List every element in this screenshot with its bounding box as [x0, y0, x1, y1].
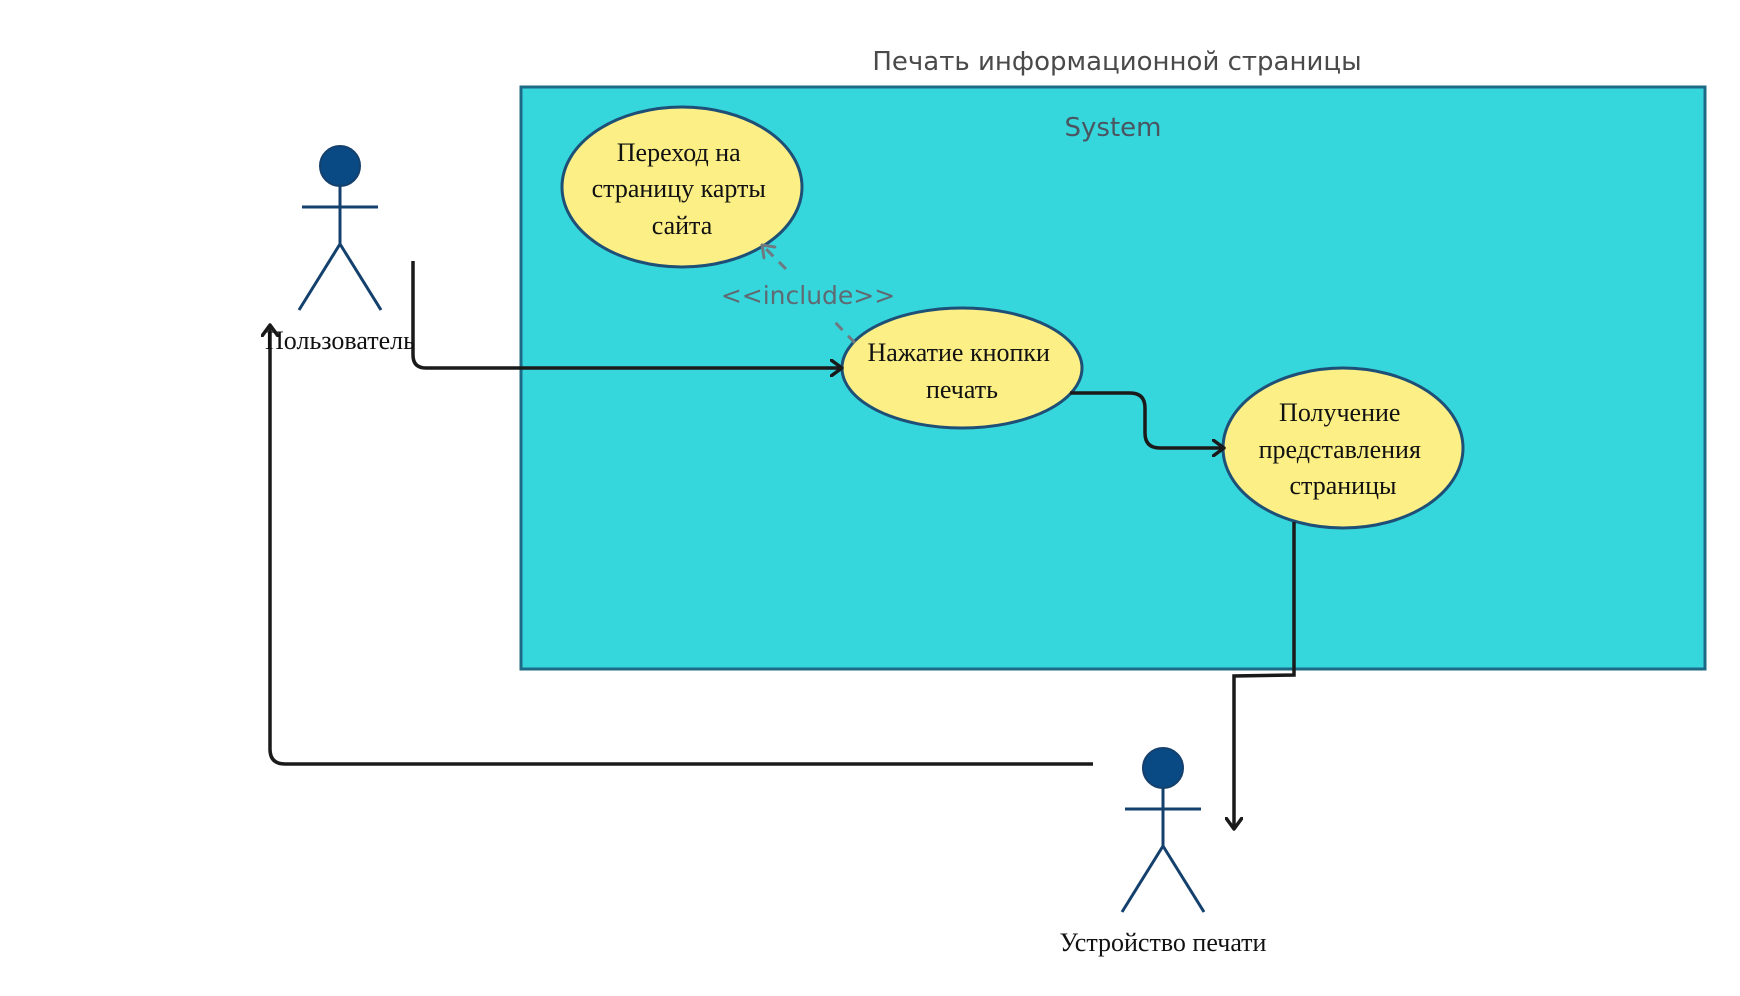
- use-case-get-view-line-3: страницы: [1290, 471, 1397, 500]
- connector-printer-to-user[interactable]: [270, 325, 1093, 766]
- svg-text:Получение представления: Получение представления страницы: [1259, 398, 1428, 500]
- include-label: <<include>>: [721, 281, 895, 310]
- use-case-sitemap-line-2: страницу карты: [592, 174, 766, 203]
- actor-printer-label: Устройство печати: [1060, 928, 1267, 957]
- actor-user-head: [319, 145, 361, 187]
- include-dependency[interactable]: [762, 245, 857, 345]
- connector-get-view-to-printer[interactable]: [1234, 522, 1296, 829]
- actor-printer[interactable]: [1120, 747, 1206, 913]
- use-case-press-print-line-2: печать: [926, 375, 998, 404]
- use-case-sitemap-line-3: сайта: [652, 211, 713, 240]
- use-case-get-view[interactable]: Получение представления страницы: [1221, 366, 1465, 530]
- diagram-title: Печать информационной страницы: [872, 47, 1361, 77]
- svg-text:Переход на страницу карт: Переход на страницу карты сайта: [592, 138, 773, 240]
- actor-user-label: Пользователь: [265, 326, 415, 355]
- connector-user-to-press-print[interactable]: [411, 261, 842, 368]
- svg-text:Нажатие кнопки печать: Нажатие кнопки печать: [868, 338, 1057, 404]
- use-case-get-view-line-2: представления: [1259, 435, 1421, 464]
- use-case-press-print-line-1: Нажатие кнопки: [868, 338, 1051, 367]
- use-case-sitemap-line-1: Переход на: [617, 138, 741, 167]
- system-label: System: [1065, 113, 1162, 143]
- actor-printer-head: [1142, 747, 1184, 789]
- use-case-press-print[interactable]: Нажатие кнопки печать: [840, 306, 1084, 430]
- actor-user[interactable]: [297, 145, 383, 311]
- use-case-sitemap[interactable]: Переход на страницу карты сайта: [560, 105, 804, 269]
- connector-press-print-to-get-view[interactable]: [1070, 391, 1224, 448]
- use-case-get-view-line-1: Получение: [1279, 398, 1400, 427]
